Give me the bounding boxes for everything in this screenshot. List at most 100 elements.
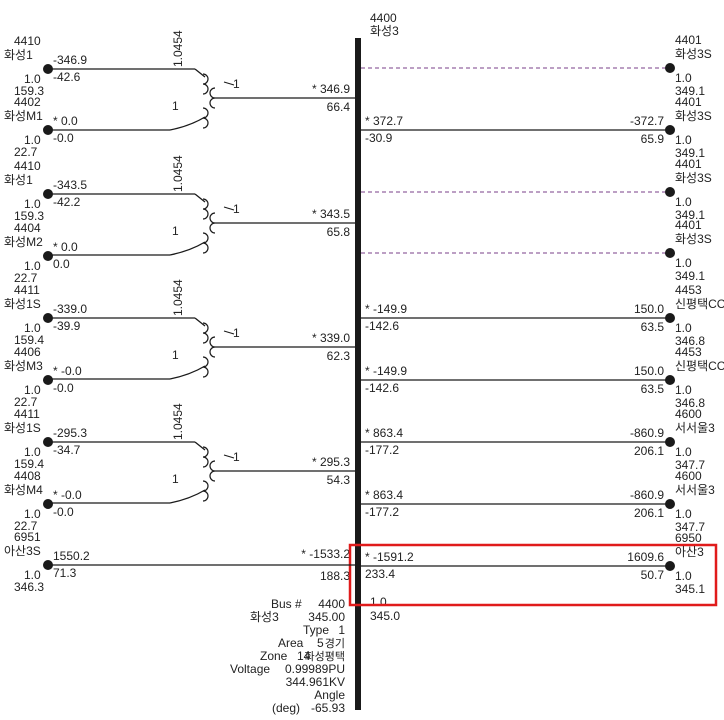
right-node-dot[interactable] xyxy=(665,63,675,73)
winding-coil-icon xyxy=(209,336,216,358)
right-node-dot[interactable] xyxy=(665,125,675,135)
right-node-dot[interactable] xyxy=(665,248,675,258)
left-node-pu: 1.0 xyxy=(24,568,41,582)
right-node-dot[interactable] xyxy=(665,313,675,323)
right-flow-far-p: -372.7 xyxy=(630,114,664,128)
right-node-number: 4401 xyxy=(675,33,702,47)
left-node-number: 4410 xyxy=(14,159,41,173)
right-node-pu: 1.0 xyxy=(675,569,692,583)
bus-info-type-label: Type xyxy=(303,623,329,637)
right-node-name: 화성3S xyxy=(675,109,712,123)
left-flow-q: 0.0 xyxy=(53,257,70,271)
left-flow-q: -42.6 xyxy=(53,70,81,84)
right-node-number: 4401 xyxy=(675,218,702,232)
right-node-kv: 349.1 xyxy=(675,146,705,160)
bus-info-voltage-pu: 0.99989PU xyxy=(285,662,345,676)
right-flow-bus-q: -142.6 xyxy=(365,319,399,333)
left-node-dot[interactable] xyxy=(43,375,53,385)
right-flow-bus-p: * -149.9 xyxy=(365,302,407,316)
bus-info-area-name: 경기 xyxy=(325,637,345,650)
transformer-secondary-lead xyxy=(169,116,206,131)
right-node-kv: 346.8 xyxy=(675,334,705,348)
right-node-pu: 1.0 xyxy=(675,321,692,335)
bottom-left-flow-p: * -1533.2 xyxy=(301,547,350,561)
main-bus-number: 4400 xyxy=(370,11,397,25)
main-bus-bar[interactable] xyxy=(355,38,361,710)
right-node-dot[interactable] xyxy=(665,187,675,197)
transformer-tap: 1 xyxy=(233,202,240,216)
winding-coil-icon xyxy=(202,198,209,220)
left-node-pu: 1.0 xyxy=(24,133,41,147)
left-node-number: 4411 xyxy=(14,283,40,297)
right-node-number: 4600 xyxy=(675,469,702,483)
right-flow-bus-q: -177.2 xyxy=(365,505,399,519)
transformer-primary-lead xyxy=(194,193,206,203)
transformer-tap: 1 xyxy=(233,77,240,91)
right-node-name: 화성3S xyxy=(675,171,712,185)
left-flow-q: -42.2 xyxy=(53,195,81,209)
right-node-name: 서서울3 xyxy=(675,421,715,435)
bus-info-base-kv: 345.00 xyxy=(308,610,345,624)
left-node-pu: 1.0 xyxy=(24,321,41,335)
right-node-kv: 347.7 xyxy=(675,458,705,472)
right-node-pu: 1.0 xyxy=(675,195,692,209)
right-node-name: 신평택CC xyxy=(675,359,724,373)
left-node-pu: 1.0 xyxy=(24,72,41,86)
left-node-number: 4408 xyxy=(14,469,41,483)
bus-info-voltage-label: Voltage xyxy=(230,662,270,676)
transformer-primary-lead xyxy=(194,441,206,451)
tap-arrow-icon xyxy=(223,330,235,335)
tap-arrow-icon xyxy=(223,454,235,459)
left-node-name: 화성1 xyxy=(4,48,33,62)
selection-highlight[interactable] xyxy=(348,543,718,607)
left-node-number: 4406 xyxy=(14,345,41,359)
bottom-left-flow-q: 188.3 xyxy=(320,569,350,583)
right-flow-bus-q: -177.2 xyxy=(365,443,399,457)
bus-info-label: Bus # xyxy=(271,597,302,611)
right-flow-bus-q: -142.6 xyxy=(365,381,399,395)
right-node-dot[interactable] xyxy=(665,561,675,571)
left-node-kv: 22.7 xyxy=(14,145,38,159)
right-node-dot[interactable] xyxy=(665,437,675,447)
bus-info-block: Bus # 4400 화성3 345.00 Type 1 Area 5 경기 Z… xyxy=(230,597,345,715)
right-flow-far-p: -860.9 xyxy=(630,426,664,440)
winding-coil-icon xyxy=(202,356,209,378)
left-node-dot[interactable] xyxy=(43,251,53,261)
left-node-dot[interactable] xyxy=(43,499,53,509)
winding-coil-icon xyxy=(202,322,209,344)
right-node-name: 화성3S xyxy=(675,232,712,246)
transformer-ratio: 1.0454 xyxy=(171,30,185,67)
right-node-pu: 1.0 xyxy=(675,383,692,397)
right-node-dot[interactable] xyxy=(665,375,675,385)
transformer-tap-secondary: 1 xyxy=(172,348,179,362)
left-flow-p: * -0.0 xyxy=(53,364,82,378)
transformer-secondary-lead xyxy=(169,365,206,380)
right-node-pu: 1.0 xyxy=(675,507,692,521)
bus-info-angle-unit: (deg) xyxy=(272,701,300,715)
right-node-dot[interactable] xyxy=(665,499,675,509)
left-node-pu: 1.0 xyxy=(24,383,41,397)
right-node-number: 4401 xyxy=(675,95,702,109)
